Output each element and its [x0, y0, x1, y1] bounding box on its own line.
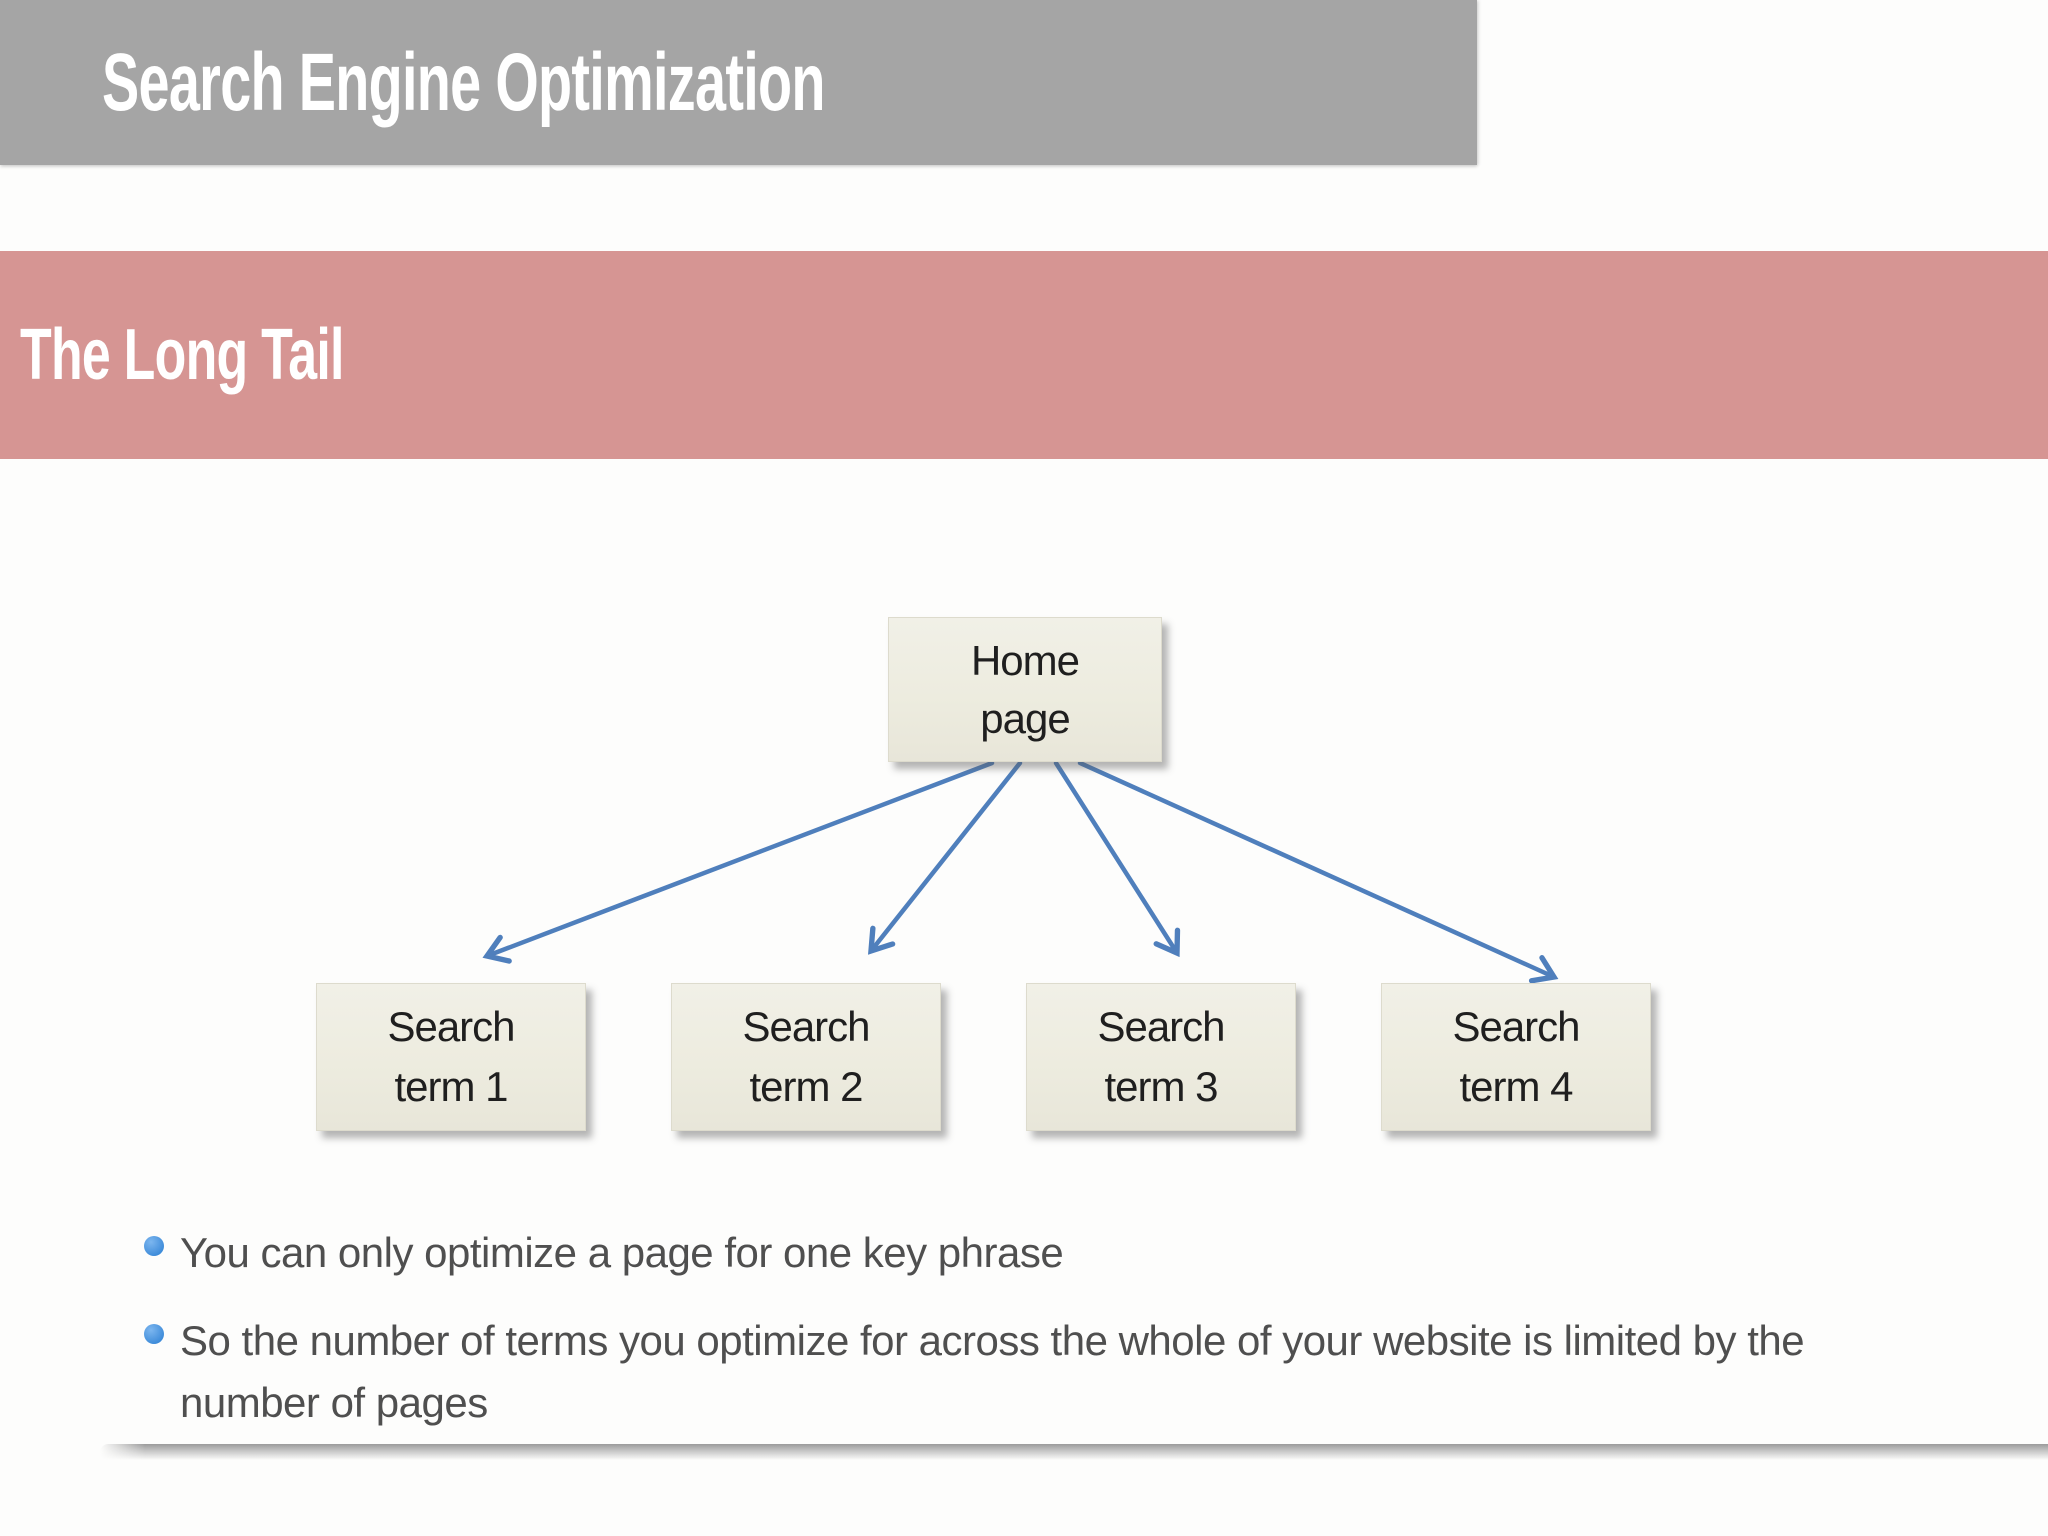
node-label-line: term 1	[394, 1063, 508, 1110]
diagram-node-search-term-2: Search term 2	[671, 983, 941, 1131]
node-label-line: term 2	[749, 1063, 863, 1110]
arrow-home-to-term3	[1053, 760, 1181, 958]
list-item: You can only optimize a page for one key…	[134, 1222, 1950, 1284]
node-label-line: Home	[970, 636, 1080, 684]
bullet-dot-icon	[144, 1324, 164, 1344]
arrow-home-to-term1	[482, 760, 995, 964]
diagram-node-home-page: Home page	[888, 617, 1162, 762]
list-item: So the number of terms you optimize for …	[134, 1310, 1950, 1434]
node-label-line: Search	[742, 1003, 870, 1050]
section-bar: The Long Tail	[0, 251, 2048, 459]
node-label-line: Search	[1097, 1003, 1225, 1050]
section-title: The Long Tail	[20, 315, 344, 395]
node-label-line: Search	[387, 1003, 515, 1050]
bullet-list: You can only optimize a page for one key…	[134, 1222, 1950, 1434]
bullet-text: You can only optimize a page for one key…	[180, 1229, 1064, 1276]
diagram-node-search-term-4: Search term 4	[1381, 983, 1651, 1131]
node-label-line: term 3	[1104, 1063, 1218, 1110]
diagram-node-search-term-1: Search term 1	[316, 983, 586, 1131]
header-bar: Search Engine Optimization	[0, 0, 1477, 165]
bullet-dot-icon	[144, 1236, 164, 1256]
page-title: Search Engine Optimization	[102, 36, 825, 128]
slide-bottom-edge-shadow	[100, 1444, 2048, 1460]
arrow-home-to-term4	[1077, 760, 1559, 984]
node-label-line: page	[980, 694, 1070, 742]
bullet-text: So the number of terms you optimize for …	[180, 1317, 1805, 1426]
node-label-line: Search	[1452, 1003, 1580, 1050]
node-label-line: term 4	[1459, 1063, 1573, 1110]
arrow-home-to-term2	[868, 760, 1023, 955]
diagram-node-search-term-3: Search term 3	[1026, 983, 1296, 1131]
